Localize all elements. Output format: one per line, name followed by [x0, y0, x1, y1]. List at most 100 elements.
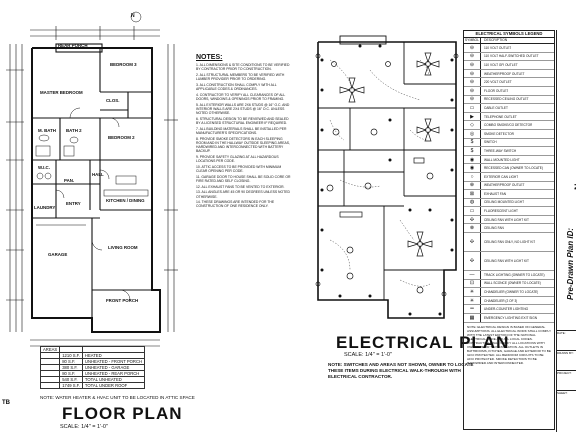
- note-item: 13. ALL ANGLES ARE 45 OR 90 DEGREES UNLE…: [196, 190, 290, 199]
- legend-description: EMERGENCY LIGHTING EXIT SIGN: [484, 315, 538, 320]
- legend-symbol-icon: ⊠: [464, 190, 481, 198]
- legend-row: ▦EMERGENCY LIGHTING EXIT SIGN: [464, 314, 554, 323]
- legend-description: 110 VOLT OUTLET: [484, 45, 512, 50]
- legend-row: ◎SMOKE DETECTOR: [464, 129, 554, 139]
- title-block: [556, 30, 576, 432]
- notes-body: 1. ALL DIMENSIONS & SITE CONDITIONS TO B…: [196, 63, 292, 403]
- legend-description: THREE-WAY SWITCH: [484, 148, 517, 153]
- floor-plan-title: FLOOR PLAN: [62, 404, 183, 423]
- room-living-room: LIVING ROOM: [108, 245, 138, 250]
- legend-description: TRACK LIGHTING (OWNER TO LOCATE): [484, 272, 545, 277]
- floor-plan-note: NOTE: WATER HEATER & HVAC UNIT TO BE LOC…: [40, 395, 195, 400]
- legend-symbol-icon: ═: [464, 305, 481, 314]
- legend-description: CEILING FAN ONLY, NO LIGHT KIT: [484, 240, 536, 245]
- legend-symbol-icon: ✣: [464, 215, 481, 224]
- legend-row: $SWITCH: [464, 138, 554, 148]
- legend-symbol-icon: ✳: [464, 288, 481, 296]
- legend-row: ✳CHANDELIER (OWNER TO LOCATE): [464, 288, 554, 297]
- legend-row: ⊖220 VOLT OUTLET: [464, 78, 554, 87]
- legend-symbol-icon: ⊗: [464, 224, 481, 233]
- legend-extra-rows: —TRACK LIGHTING (OWNER TO LOCATE)⊡WALL S…: [464, 271, 554, 323]
- legend-row: ✣CEILING FAN WITH LIGHT KIT: [464, 215, 554, 225]
- room-kitchen-dining: KITCHEN / DINING: [106, 198, 145, 203]
- note-item: 14. THESE DRAWINGS ARE INTENDED FOR THE …: [196, 200, 275, 209]
- ceiling-fan-icon: ✣: [464, 233, 481, 252]
- room-garage: GARAGE: [48, 252, 68, 257]
- legend-symbol-icon: ◉: [464, 155, 481, 164]
- room-laundry: LAUNDRY: [34, 205, 56, 210]
- title-block-cell-project: PROJECT:: [557, 370, 576, 391]
- legend-description: RECESSED CAN (OWNER TO LOCATE): [484, 166, 543, 171]
- legend-rows: ⊖110 VOLT OUTLET⊖110 VOLT HALF-SWITCHED …: [464, 44, 554, 234]
- legend-row: ⊖110 VOLT OUTLET: [464, 44, 554, 53]
- legend-row: ◇COMBO SMOKE/CO DETECTOR: [464, 121, 554, 130]
- electrical-plan-scale: SCALE: 1/4" = 1'-0": [344, 352, 392, 358]
- legend-description: CEILING FAN: [484, 226, 504, 231]
- legend-symbol-icon: ◇: [464, 121, 481, 129]
- title-block-cell-drawn: DRAWN BY:: [557, 350, 576, 371]
- legend-description: CEILING MOUNTED LIGHT: [484, 200, 525, 205]
- legend-description: WEATHERPROOF OUTLET: [484, 183, 525, 188]
- legend-description: CEILING FAN WITH LIGHT KIT: [484, 259, 529, 264]
- legend-symbol-icon: ⊖: [464, 69, 481, 78]
- legend-col-description: DESCRIPTION: [484, 38, 508, 42]
- legend-description: SWITCH: [484, 140, 497, 145]
- note-item: 10. ATTIC ACCESS TO BE PROVIDED WITH MIN…: [196, 164, 282, 174]
- legend-row: ⊖RECESSED CEILING OUTLET: [464, 95, 554, 105]
- legend-description: CEILING FAN WITH LIGHT KIT: [484, 217, 529, 222]
- room-rear-porch: REAR PORCH: [58, 43, 88, 48]
- legend-symbol-icon: ⊖: [464, 86, 481, 95]
- legend-symbol-icon: ⊖: [464, 52, 481, 61]
- legend-symbol-icon: ▦: [464, 314, 481, 322]
- legend-row: ⊖110 VOLT HALF-SWITCHED OUTLET: [464, 52, 554, 62]
- legend-row: ⊡WALL SCONCE (OWNER TO LOCATE): [464, 279, 554, 289]
- legend-description: 220 VOLT OUTLET: [484, 80, 512, 85]
- legend-description: COMBO SMOKE/CO DETECTOR: [484, 123, 533, 128]
- legend-symbol-icon: ▭: [464, 104, 481, 112]
- legend-row: ◉RECESSED CAN (OWNER TO LOCATE): [464, 164, 554, 173]
- legend-symbol-icon: ▭: [464, 207, 481, 215]
- legend-description: FLUORESCENT LIGHT: [484, 209, 518, 214]
- legend-description: CHANDELIER (2 OF 3): [484, 298, 518, 303]
- legend-row: ⊠EXHAUST FAN: [464, 190, 554, 199]
- north-marker: N: [131, 13, 136, 19]
- legend-col-symbol: SYMBOL: [464, 38, 481, 43]
- legend-row: ═UNDER-COUNTER LIGHTING: [464, 305, 554, 315]
- note-item: 1. ALL DIMENSIONS & SITE CONDITIONS TO B…: [196, 63, 290, 72]
- room-hall: HALL: [92, 172, 104, 177]
- floor-plan-scale: SCALE: 1/4" = 1'-0": [60, 424, 108, 430]
- legend-description: SMOKE DETECTOR: [484, 131, 514, 136]
- legend-row: ✣ CEILING FAN ONLY, NO LIGHT KIT: [464, 233, 554, 253]
- room-master-bedroom: MASTER BEDROOM: [40, 90, 83, 95]
- legend-description: UNDER-COUNTER LIGHTING: [484, 307, 529, 312]
- legend-symbol-icon: ✳: [464, 296, 481, 305]
- room-front-porch: FRONT PORCH: [106, 298, 139, 303]
- electrical-plan-title: ELECTRICAL PLAN: [336, 333, 510, 352]
- legend-row: ▭FLUORESCENT LIGHT: [464, 207, 554, 216]
- legend-symbol-icon: ⊖: [464, 95, 481, 104]
- room-closet-1: CLOS.: [106, 98, 120, 103]
- note-item: 4. CONTRACTOR TO VERIFY ALL CLEARANCES O…: [196, 92, 286, 101]
- legend-row: ⊕WEATHERPROOF OUTLET: [464, 181, 554, 191]
- legend-row: ⊖FLOOR OUTLET: [464, 86, 554, 96]
- legend-row: ⊖110 VOLT GFI OUTLET: [464, 61, 554, 70]
- note-item: 6. STRUCTURAL DESIGN TO BE REVIEWED AND …: [196, 116, 289, 126]
- legend-symbol-icon: ⊕: [464, 181, 481, 190]
- legend-description: WEATHERPROOF OUTLET: [484, 71, 525, 76]
- legend-title: ELECTRICAL SYMBOLS LEGEND: [464, 31, 554, 38]
- legend-symbol-icon: ⊖: [464, 61, 481, 69]
- areas-row: 1749 S.F.TOTAL UNDER ROOF: [39, 382, 146, 389]
- legend-description: CABLE OUTLET: [484, 105, 508, 110]
- legend-row: —TRACK LIGHTING (OWNER TO LOCATE): [464, 271, 554, 280]
- title-block-cell-sheet: SHEET:: [557, 390, 576, 431]
- electrical-note: NOTE: SWITCHES AND AREAS NOT SHOWN, OWNE…: [328, 362, 474, 379]
- legend-row: ✳CHANDELIER (2 OF 3): [464, 296, 554, 306]
- areas-table: AREAS 1210 S.F.HEATED 80 S.F.UNHEATED - …: [39, 346, 146, 389]
- legend-description: CHANDELIER (OWNER TO LOCATE): [484, 290, 539, 295]
- note-item: 3. ALL CONSTRUCTION SHALL COMPLY WITH AL…: [196, 82, 277, 92]
- room-master-bath: M. BATH: [38, 128, 56, 133]
- legend-symbol-icon: ◍: [464, 198, 481, 207]
- notes-title: NOTES:: [196, 54, 223, 61]
